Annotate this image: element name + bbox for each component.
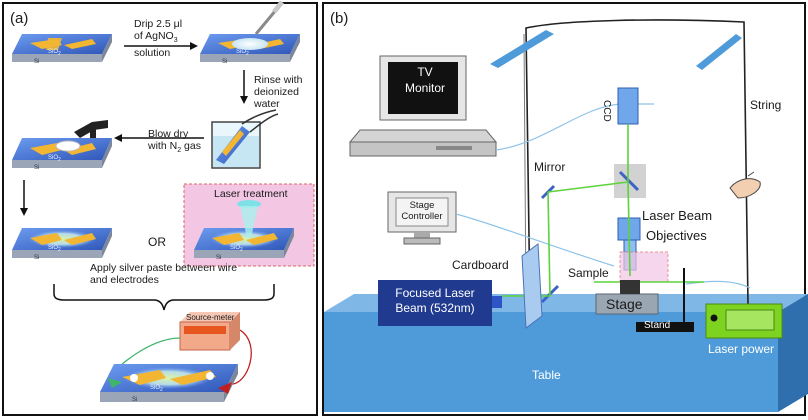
laser-beam-label: Laser Beam [642,208,713,223]
stage-controller-label: Stage Controller [401,200,443,222]
panel-a-graphics [12,0,315,402]
hand-icon [729,171,761,199]
focused-laser-icon [378,280,492,326]
laser-spot-icon [237,200,261,238]
stand-icon [636,322,694,332]
support-right [696,34,742,70]
tv-monitor-icon [348,55,498,157]
string-label: String [750,98,782,112]
chip-initial [12,34,112,62]
beaker-icon [211,109,279,169]
apply-paste-label: Apply silver paste between wire and elec… [90,262,238,286]
ccd-icon [617,87,639,125]
substrate-label-2: SiO2 [236,49,249,58]
step-rinse-label: Rinse with deionized water [254,74,303,110]
table-label: Table [532,368,561,382]
step-blow-label: Blow dry with N2 gas [148,128,201,155]
ccd-label: CCD [601,100,612,122]
tv-monitor-label: TV Monitor [404,65,445,95]
chip-dried [12,228,112,258]
laser-treatment-label: Laser treatment [214,188,288,200]
source-meter-label: Source-meter [186,313,235,322]
mirror-upper-icon [618,170,640,192]
sample-label: Sample [568,266,609,280]
stand-label: Stand [644,320,671,331]
brace [53,284,275,311]
mirror-label: Mirror [534,160,566,174]
substrate-si-6: Si [132,397,138,403]
laser-power-icon [705,303,783,339]
laser-power-label: Laser power [708,342,775,356]
substrate-si-4: Si [34,255,40,261]
source-meter-icon [179,312,240,351]
table-icon [324,294,808,412]
substrate-si-3: Si [34,165,40,171]
panel-a: (a) [2,0,318,416]
stage-controller-icon [387,191,457,245]
substrate-label-3: SiO2 [48,155,61,164]
substrate-label-4: SiO2 [48,245,61,254]
panel-b: (b) [322,2,808,416]
panel-b-tag: (b) [330,10,349,27]
cardboard-label: Cardboard [452,258,509,272]
string-frame [525,19,749,307]
chip-blow-dry [12,138,112,168]
chip-laser [194,228,294,258]
panel-b-graphics [324,19,808,412]
substrate-label-5: SiO2 [230,245,243,254]
cardboard-icon [521,243,543,329]
substrate-label-1: SiO2 [48,49,61,58]
chip-drip [200,34,300,62]
panel-a-tag: (a) [10,10,29,27]
chip-final [100,364,238,402]
laser-beam-path [502,124,704,297]
or-label: OR [148,235,166,249]
substrate-si-2: Si [222,59,228,65]
stage-label: Stage [606,296,643,312]
substrate-label-6: SiO2 [150,385,163,394]
air-gun-icon [74,120,108,138]
support-left [490,30,554,68]
substrate-si-1: Si [34,59,40,65]
substrate-si-5: Si [216,255,222,261]
pipette-icon [254,0,284,35]
step-drip-label: Drip 2.5 μl of AgNO3 solution [134,18,183,60]
focused-laser-label: Focused Laser Beam (532nm) [395,286,475,315]
objectives-label: Objectives [646,228,707,243]
